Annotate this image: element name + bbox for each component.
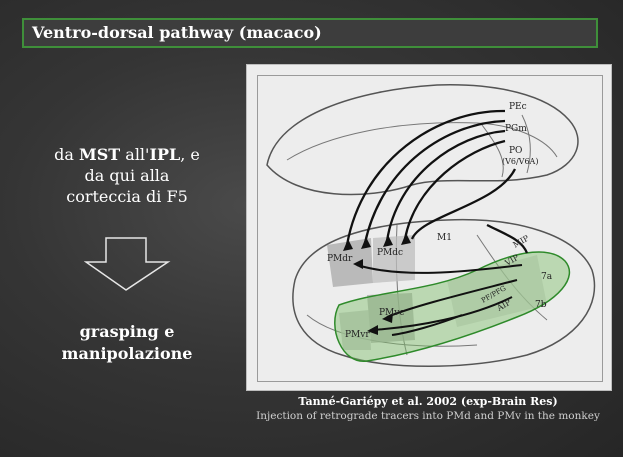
slide-title-bar: Ventro-dorsal pathway (macaco) — [22, 18, 598, 48]
down-arrow-icon — [84, 236, 172, 294]
label-7b: 7b — [535, 300, 547, 310]
label-m1: M1 — [437, 233, 452, 243]
label-pmvc: PMvc — [379, 308, 404, 318]
conclusion-text: grasping e manipolazione — [22, 321, 232, 365]
brain-diagram: PEc PGm PO (V6/V6A) M1 PMdr PMdc PMvc PM… — [247, 65, 611, 390]
slide-title: Ventro-dorsal pathway (macaco) — [32, 23, 322, 42]
label-pec: PEc — [509, 102, 527, 112]
label-pmvr: PMvr — [345, 330, 370, 340]
description-line-1: da MST all'IPL, e — [22, 144, 232, 165]
label-mip: MIP — [512, 233, 532, 249]
figure-description: Injection of retrograde tracers into PMd… — [246, 410, 610, 422]
label-po: PO — [509, 146, 522, 156]
label-pmdc: PMdc — [377, 248, 403, 258]
conclusion-line-1: grasping e — [22, 321, 232, 343]
label-po-sub: (V6/V6A) — [502, 157, 538, 166]
conclusion-line-2: manipolazione — [22, 343, 232, 365]
brain-figure: PEc PGm PO (V6/V6A) M1 PMdr PMdc PMvc PM… — [246, 64, 612, 391]
text-ipl: IPL — [149, 145, 180, 164]
text-all: all' — [120, 145, 149, 164]
text-e: , e — [180, 145, 200, 164]
label-7a: 7a — [541, 272, 553, 282]
figure-reference: Tanné-Gariépy et al. 2002 (exp-Brain Res… — [246, 395, 610, 408]
text-da: da — [54, 145, 79, 164]
description-line-2: da qui alla — [22, 165, 232, 186]
description-line-3: corteccia di F5 — [22, 186, 232, 207]
label-pmdr: PMdr — [327, 254, 353, 264]
text-mst: MST — [79, 145, 120, 164]
left-description: da MST all'IPL, e da qui alla corteccia … — [22, 144, 232, 207]
label-pgm: PGm — [505, 124, 527, 134]
